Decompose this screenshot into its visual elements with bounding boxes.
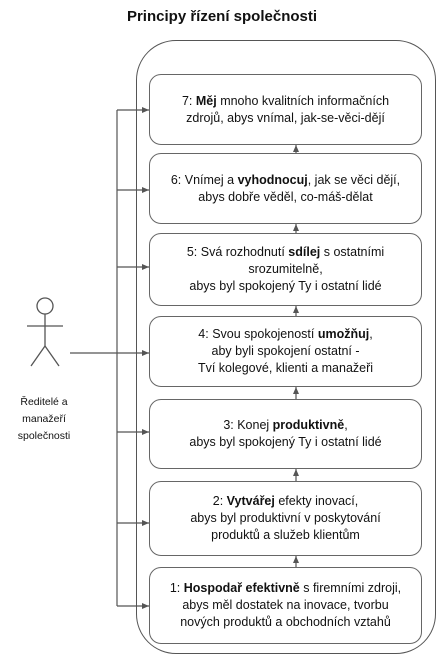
principle-box-4: 4: Svou spokojeností umožňuj, aby byli s… — [149, 316, 422, 387]
actor-label: Ředitelé a manažeří společnosti — [8, 394, 80, 445]
text-run: srozumitelně, — [248, 262, 323, 276]
text-run: mnoho kvalitních informačních — [216, 93, 390, 108]
diagram-title: Principy řízení společnosti — [126, 8, 318, 25]
text-run: abys byl produktivní v poskytování — [190, 511, 381, 525]
box-line: aby byli spokojení ostatní - — [212, 343, 360, 360]
box-line: 5: Svá rozhodnutí sdílej s ostatními — [187, 244, 384, 261]
principle-box-2: 2: Vytvářej efekty inovací, abys byl pro… — [149, 481, 422, 556]
text-run: 3: Konej — [223, 418, 273, 432]
text-run: s ostatními — [320, 245, 385, 259]
box-line: 1: Hospodař efektivně s firemními zdroji… — [170, 580, 401, 597]
text-run: 7: — [181, 93, 196, 108]
principle-box-6: 6: Vnímej a vyhodnocuj, jak se věci dějí… — [149, 153, 422, 224]
text-run: s firemními zdroji, — [299, 581, 402, 595]
box-line: 7: Měj mnoho kvalitních informačních — [182, 93, 389, 110]
text-run: , — [369, 327, 373, 341]
bold-keyword: vyhodnocuj — [237, 172, 308, 187]
box-line: abys byl produktivní v poskytování — [190, 510, 380, 527]
box-line: produktů a služeb klientům — [211, 527, 360, 544]
text-run: , jak se věci dějí, — [307, 172, 401, 187]
box-line: 4: Svou spokojeností umožňuj, — [198, 326, 372, 343]
bold-keyword: produktivně — [272, 418, 345, 432]
actor-icon — [27, 297, 63, 367]
text-run: 1: — [169, 581, 184, 595]
bold-keyword: Hospodař efektivně — [183, 581, 300, 595]
box-line: Tví kolegové, klienti a manažeři — [198, 360, 373, 377]
box-line: abys byl spokojený Ty i ostatní lidé — [189, 434, 381, 451]
box-line: zdrojů, abys vnímal, jak-se-věci-dějí — [186, 110, 385, 127]
text-run: 4: Svou spokojeností — [198, 327, 318, 341]
box-line: abys měl dostatek na inovace, tvorbu — [182, 597, 388, 614]
bold-keyword: Vytvářej — [226, 494, 275, 508]
text-run: 2: — [212, 494, 227, 508]
text-run: efekty inovací, — [274, 494, 359, 508]
text-run: nových produktů a obchodních vztahů — [180, 615, 391, 629]
actor-label-line: společnosti — [17, 430, 71, 442]
actor-label-line: Ředitelé a — [20, 396, 68, 408]
box-line: srozumitelně, — [248, 261, 322, 278]
box-line: 3: Konej produktivně, — [223, 417, 347, 434]
bold-keyword: umožňuj — [317, 327, 370, 341]
text-run: abys dobře věděl, co-máš-dělat — [198, 189, 373, 204]
box-line: 2: Vytvářej efekty inovací, — [213, 493, 358, 510]
text-run: 5: Svá rozhodnutí — [186, 245, 289, 259]
actor-label-line: manažeří — [22, 413, 66, 425]
principle-box-1: 1: Hospodař efektivně s firemními zdroji… — [149, 567, 422, 644]
bold-keyword: sdílej — [288, 245, 321, 259]
box-line: abys dobře věděl, co-máš-dělat — [198, 189, 372, 206]
text-run: aby byli spokojení ostatní - — [211, 344, 360, 358]
box-line: 6: Vnímej a vyhodnocuj, jak se věci dějí… — [171, 172, 400, 189]
text-run: abys měl dostatek na inovace, tvorbu — [182, 598, 389, 612]
text-run: produktů a služeb klientům — [211, 528, 360, 542]
bold-keyword: Měj — [195, 93, 217, 108]
principle-box-5: 5: Svá rozhodnutí sdílej s ostatními sro… — [149, 233, 422, 306]
text-run: , — [344, 418, 348, 432]
box-line: nových produktů a obchodních vztahů — [180, 614, 391, 631]
text-run: zdrojů, abys vnímal, jak-se-věci-dějí — [186, 110, 385, 125]
text-run: Tví kolegové, klienti a manažeři — [197, 361, 374, 375]
box-line: abys byl spokojený Ty i ostatní lidé — [189, 278, 381, 295]
system-boundary — [136, 40, 436, 654]
principle-box-3: 3: Konej produktivně, abys byl spokojený… — [149, 399, 422, 469]
text-run: abys byl spokojený Ty i ostatní lidé — [189, 279, 382, 293]
text-run: abys byl spokojený Ty i ostatní lidé — [189, 435, 382, 449]
principle-box-7: 7: Měj mnoho kvalitních informačních zdr… — [149, 74, 422, 145]
text-run: 6: Vnímej a — [170, 172, 238, 187]
